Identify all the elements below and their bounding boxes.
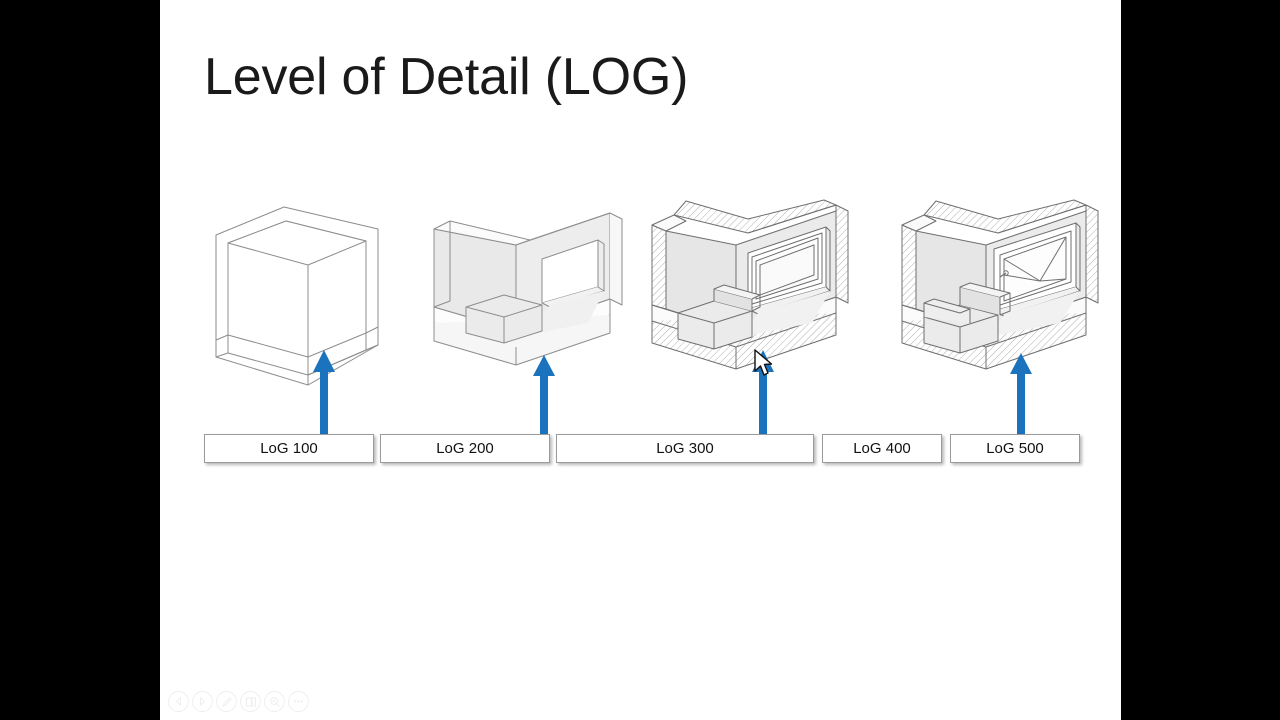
lod-diagram bbox=[160, 195, 1121, 485]
label-box-log-300[interactable]: LoG 300 bbox=[556, 434, 814, 463]
magnifier-plus-icon bbox=[269, 696, 281, 708]
slides-grid-icon bbox=[245, 696, 257, 708]
label-text-log-300: LoG 300 bbox=[656, 440, 714, 457]
illustration-log-200 bbox=[420, 195, 630, 395]
previous-slide-button[interactable] bbox=[168, 691, 189, 712]
next-slide-button[interactable] bbox=[192, 691, 213, 712]
label-box-log-400[interactable]: LoG 400 bbox=[822, 434, 942, 463]
pen-tools-button[interactable] bbox=[216, 691, 237, 712]
pointer-arrow-2 bbox=[531, 355, 557, 438]
label-text-log-500: LoG 500 bbox=[986, 440, 1044, 457]
slideshow-toolbar: ••• bbox=[168, 691, 309, 712]
label-box-log-500[interactable]: LoG 500 bbox=[950, 434, 1080, 463]
triangle-right-icon bbox=[198, 697, 207, 706]
more-options-button[interactable]: ••• bbox=[288, 691, 309, 712]
illustration-log-100 bbox=[198, 195, 408, 395]
illustration-log-400 bbox=[890, 195, 1100, 395]
pointer-arrow-3 bbox=[750, 350, 776, 438]
see-all-slides-button[interactable] bbox=[240, 691, 261, 712]
triangle-left-icon bbox=[174, 697, 183, 706]
pointer-arrow-4 bbox=[1008, 353, 1034, 438]
label-box-log-100[interactable]: LoG 100 bbox=[204, 434, 374, 463]
slide-canvas: Level of Detail (LOG) bbox=[160, 0, 1121, 720]
page-title: Level of Detail (LOG) bbox=[204, 48, 689, 106]
illustration-log-300 bbox=[640, 195, 850, 395]
label-text-log-100: LoG 100 bbox=[260, 440, 318, 457]
pointer-arrow-1 bbox=[311, 350, 337, 438]
pen-icon bbox=[221, 696, 233, 708]
zoom-slide-button[interactable] bbox=[264, 691, 285, 712]
label-text-log-200: LoG 200 bbox=[436, 440, 494, 457]
ellipsis-icon: ••• bbox=[293, 696, 304, 706]
label-box-log-200[interactable]: LoG 200 bbox=[380, 434, 550, 463]
label-text-log-400: LoG 400 bbox=[853, 440, 911, 457]
